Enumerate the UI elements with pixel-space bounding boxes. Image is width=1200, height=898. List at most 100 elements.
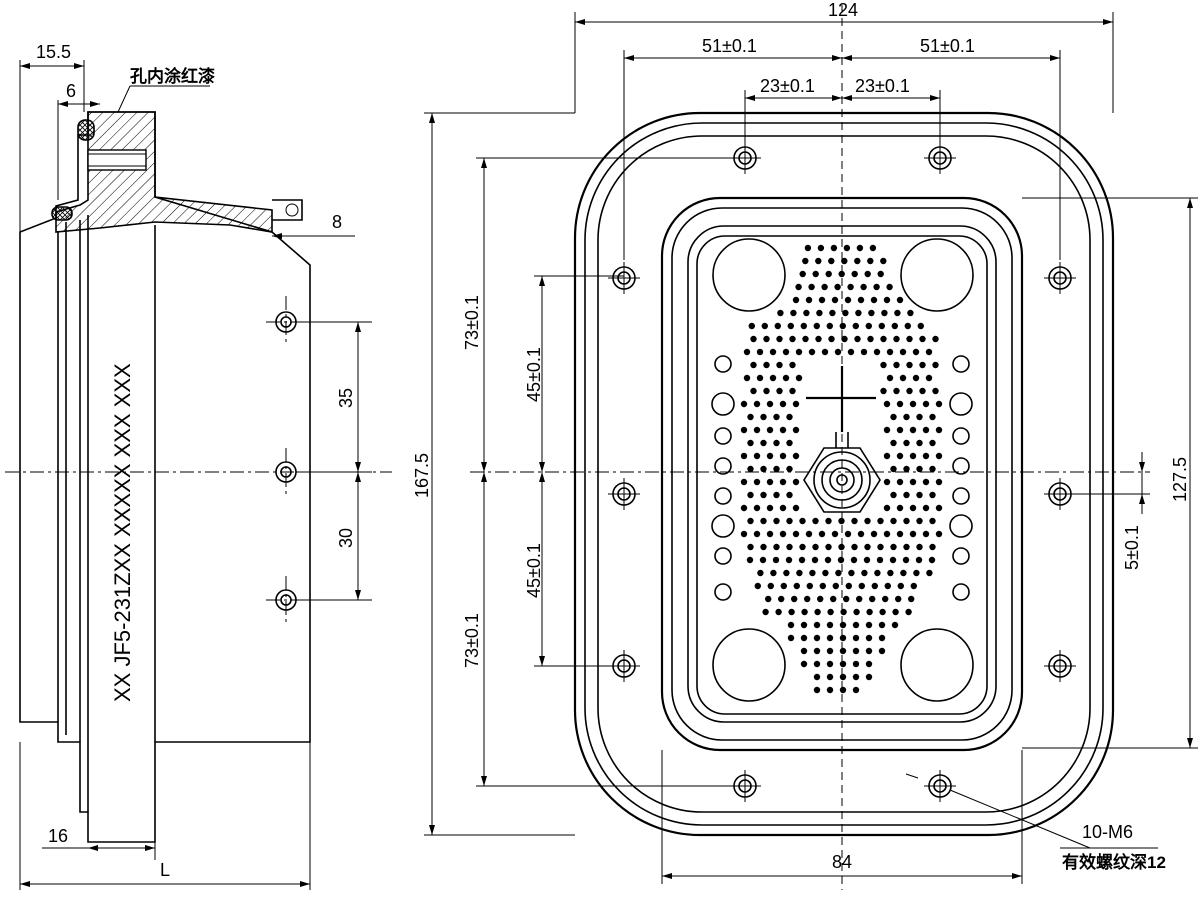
signal-contact — [916, 517, 923, 525]
signal-contact — [929, 517, 936, 525]
signal-contact — [766, 504, 774, 512]
signal-contact — [893, 361, 900, 369]
signal-contact — [880, 361, 887, 369]
signal-contact — [909, 426, 917, 434]
signal-contact — [786, 491, 793, 499]
signal-contact — [800, 660, 808, 668]
signal-contact — [787, 621, 795, 629]
signal-contact — [761, 322, 768, 330]
signal-contact — [908, 595, 915, 603]
signal-contact — [826, 686, 834, 694]
signal-contact — [889, 556, 897, 564]
dim-127-5: 127.5 — [1170, 457, 1190, 502]
front-view: 124 51±0.1 51±0.1 23±0.1 23±0.1 167.5 73… — [412, 0, 1198, 890]
signal-contact — [804, 244, 812, 252]
signal-contact — [896, 296, 904, 304]
signal-contact — [763, 361, 770, 369]
signal-contact — [740, 452, 748, 460]
signal-contact — [777, 309, 784, 317]
thread-depth-note: 有效螺纹深12 — [1062, 852, 1166, 872]
signal-contact — [776, 361, 783, 369]
signal-contact — [825, 270, 832, 278]
signal-contact — [890, 413, 897, 421]
side-contact-left-5 — [714, 487, 732, 505]
signal-contact — [821, 348, 829, 356]
signal-contact — [843, 244, 851, 252]
signal-contact — [910, 582, 917, 590]
signal-contact — [779, 530, 787, 538]
signal-contact — [864, 543, 871, 551]
signal-contact — [787, 634, 795, 642]
signal-contact — [929, 413, 936, 421]
signal-contact — [786, 439, 793, 447]
signal-contact — [759, 556, 767, 564]
signal-contact — [779, 452, 787, 460]
signal-contact — [935, 478, 943, 486]
signal-contact — [919, 335, 926, 343]
signal-contact — [902, 556, 910, 564]
signal-contact — [903, 439, 910, 447]
dim-73-upper: 73±0.1 — [462, 295, 482, 350]
signal-contact — [805, 530, 813, 538]
dim-5: 5±0.1 — [1122, 525, 1142, 570]
dim-23-left: 23±0.1 — [760, 76, 815, 96]
signal-contact — [831, 296, 839, 304]
signal-contact — [813, 686, 821, 694]
signal-contact — [869, 595, 876, 603]
signal-contact — [896, 452, 904, 460]
signal-contact — [792, 296, 800, 304]
signal-contact — [906, 387, 913, 395]
paint-note: 孔内涂红漆 — [130, 66, 215, 86]
signal-contact — [800, 647, 808, 655]
signal-contact — [935, 452, 943, 460]
signal-contact — [800, 634, 808, 642]
signal-contact — [896, 478, 904, 486]
signal-contact — [883, 452, 891, 460]
signal-contact — [844, 530, 852, 538]
signal-contact — [750, 361, 757, 369]
signal-contact — [870, 296, 878, 304]
signal-contact — [883, 478, 891, 486]
signal-contact — [892, 608, 899, 616]
signal-contact — [740, 478, 748, 486]
signal-contact — [824, 556, 832, 564]
signal-contact — [845, 582, 852, 590]
mounting-hole-5 — [608, 478, 640, 510]
signal-contact — [766, 530, 774, 538]
signal-contact — [753, 478, 761, 486]
signal-contact — [896, 426, 904, 434]
signal-contact — [779, 400, 787, 408]
signal-contact — [877, 517, 884, 525]
signal-contact — [813, 634, 821, 642]
signal-contact — [932, 361, 939, 369]
signal-contact — [909, 478, 917, 486]
signal-contact — [838, 270, 845, 278]
signal-contact — [747, 439, 754, 447]
signal-contact — [773, 517, 780, 525]
signal-contact — [887, 569, 894, 577]
signal-contact — [870, 530, 878, 538]
large-contact-tl — [712, 238, 786, 312]
signal-contact — [746, 556, 754, 564]
signal-contact — [852, 634, 860, 642]
signal-contact — [866, 608, 873, 616]
signal-contact — [795, 283, 802, 291]
signal-contact — [822, 569, 829, 577]
signal-contact — [799, 517, 806, 525]
signal-contact — [791, 595, 798, 603]
signal-contact — [929, 465, 936, 473]
signal-contact — [839, 621, 847, 629]
signal-contact — [799, 270, 806, 278]
signal-contact — [763, 387, 770, 395]
side-contact-right-1 — [952, 355, 970, 373]
signal-contact — [876, 556, 884, 564]
signal-contact — [917, 322, 924, 330]
signal-contact — [856, 595, 863, 603]
signal-contact — [826, 673, 834, 681]
signal-contact — [830, 244, 838, 252]
signal-contact — [775, 608, 782, 616]
signal-contact — [922, 452, 930, 460]
signal-contact — [776, 335, 783, 343]
dim-30: 30 — [336, 528, 356, 548]
signal-contact — [928, 556, 936, 564]
